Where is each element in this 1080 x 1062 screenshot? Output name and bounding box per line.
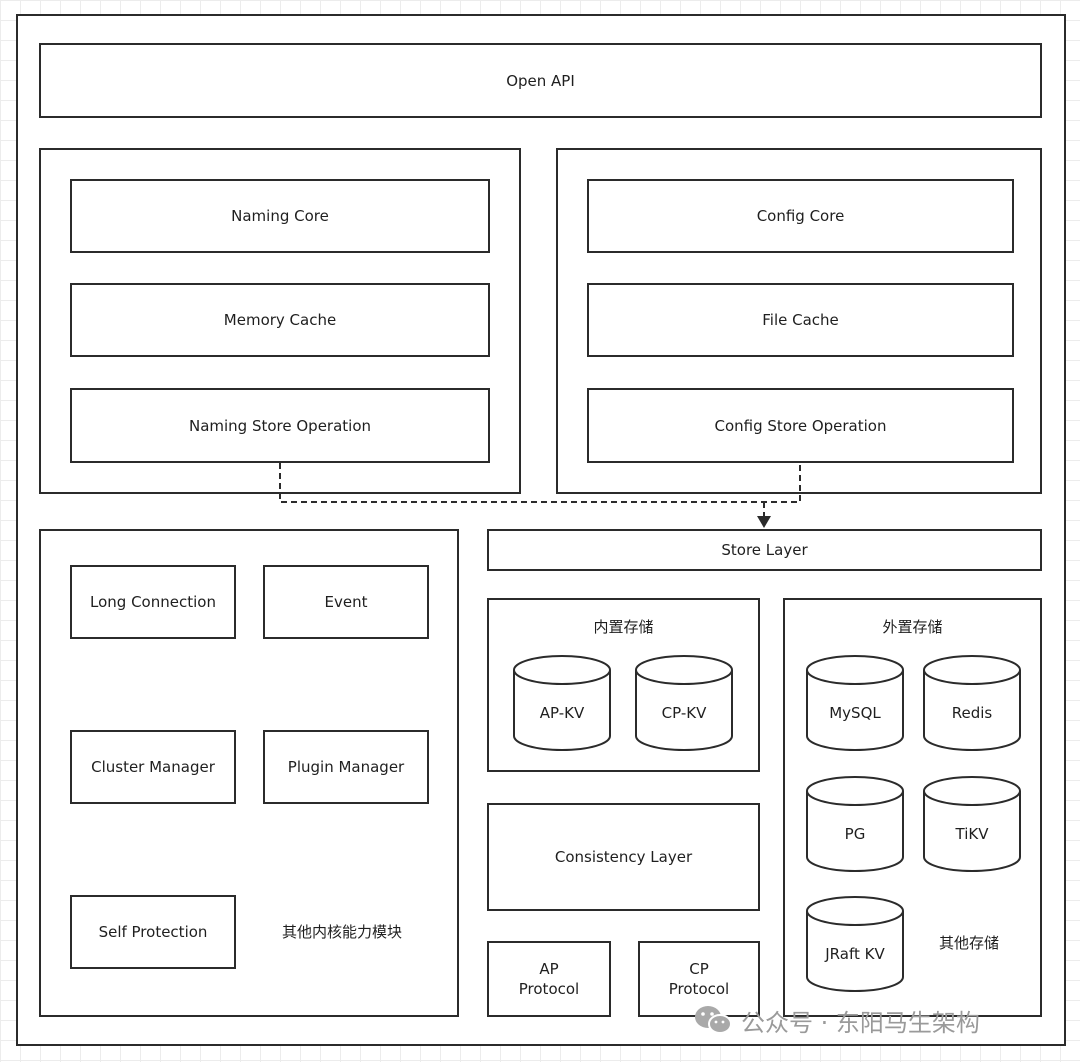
cylinder-pg-top bbox=[806, 776, 904, 806]
store-layer-label: Store Layer bbox=[721, 541, 808, 559]
open-api-box: Open API bbox=[39, 43, 1042, 118]
plugin-manager-label: Plugin Manager bbox=[287, 758, 405, 776]
cp-protocol-label: CP Protocol bbox=[668, 960, 730, 998]
store-flow-connector bbox=[279, 463, 801, 518]
cylinder-mysql-label: MySQL bbox=[829, 704, 881, 722]
watermark: 公众号 · 东阳马生架构 bbox=[693, 1002, 980, 1038]
wechat-icon bbox=[695, 1006, 732, 1034]
cylinder-mysql-body bbox=[806, 670, 904, 751]
memory-cache-label: Memory Cache bbox=[223, 311, 337, 329]
config-core-box: Config Core bbox=[587, 179, 1014, 253]
consistency-layer-box: Consistency Layer bbox=[487, 803, 760, 911]
other-storage-label: 其他存储 bbox=[939, 934, 1000, 952]
cylinder-mysql-top bbox=[806, 655, 904, 685]
cylinder-redis-top bbox=[923, 655, 1021, 685]
cluster-manager-label: Cluster Manager bbox=[91, 758, 215, 776]
cylinder-redis-body bbox=[923, 670, 1021, 751]
cylinder-tikv-label: TiKV bbox=[955, 825, 989, 843]
consistency-layer-label: Consistency Layer bbox=[554, 848, 693, 866]
cylinder-ap-kv-label: AP-KV bbox=[539, 704, 585, 722]
cylinder-redis-label: Redis bbox=[951, 704, 993, 722]
cylinder-pg-body bbox=[806, 791, 904, 872]
storage-cylinders bbox=[513, 655, 1021, 992]
arrowhead bbox=[757, 516, 771, 528]
file-cache-box: File Cache bbox=[587, 283, 1014, 357]
file-cache-label: File Cache bbox=[762, 311, 839, 329]
event-label: Event bbox=[324, 593, 368, 611]
naming-store-operation-label: Naming Store Operation bbox=[188, 416, 372, 435]
cylinder-cp-kv-top bbox=[635, 655, 733, 685]
cylinder-jraft-kv-label: JRaft KV bbox=[825, 945, 885, 963]
long-connection-label: Long Connection bbox=[90, 593, 216, 611]
cylinder-jraft-kv-top bbox=[806, 896, 904, 926]
config-core-label: Config Core bbox=[756, 207, 845, 225]
self-protection-box: Self Protection bbox=[70, 895, 236, 969]
open-api-label: Open API bbox=[506, 71, 575, 90]
cylinder-pg-label: PG bbox=[844, 825, 866, 843]
naming-store-operation-box: Naming Store Operation bbox=[70, 388, 490, 463]
cp-protocol-box: CP Protocol bbox=[638, 941, 760, 1017]
store-layer-box: Store Layer bbox=[487, 529, 1042, 571]
cylinder-jraft-kv-body bbox=[806, 911, 904, 992]
naming-core-label: Naming Core bbox=[231, 207, 329, 225]
cylinder-ap-kv-top bbox=[513, 655, 611, 685]
other-kernel-modules-label: 其他内核能力模块 bbox=[282, 923, 403, 941]
config-store-operation-label: Config Store Operation bbox=[714, 416, 887, 435]
builtin-storage-title: 内置存储 bbox=[593, 618, 654, 636]
dashed-connector-line bbox=[279, 463, 801, 503]
naming-core-box: Naming Core bbox=[70, 179, 490, 253]
external-storage-title: 外置存储 bbox=[882, 618, 943, 636]
cylinder-cp-kv-label: CP-KV bbox=[661, 704, 707, 722]
cylinder-tikv-body bbox=[923, 791, 1021, 872]
cylinder-cp-kv-body bbox=[635, 670, 733, 751]
cylinder-ap-kv-body bbox=[513, 670, 611, 751]
cylinder-tikv-top bbox=[923, 776, 1021, 806]
event-box: Event bbox=[263, 565, 429, 639]
cluster-manager-box: Cluster Manager bbox=[70, 730, 236, 804]
watermark-text: 公众号 · 东阳马生架构 bbox=[741, 1008, 980, 1037]
long-connection-box: Long Connection bbox=[70, 565, 236, 639]
config-store-operation-box: Config Store Operation bbox=[587, 388, 1014, 463]
plugin-manager-box: Plugin Manager bbox=[263, 730, 429, 804]
self-protection-label: Self Protection bbox=[98, 923, 208, 941]
ap-protocol-label: AP Protocol bbox=[518, 960, 580, 998]
memory-cache-box: Memory Cache bbox=[70, 283, 490, 357]
ap-protocol-box: AP Protocol bbox=[487, 941, 611, 1017]
